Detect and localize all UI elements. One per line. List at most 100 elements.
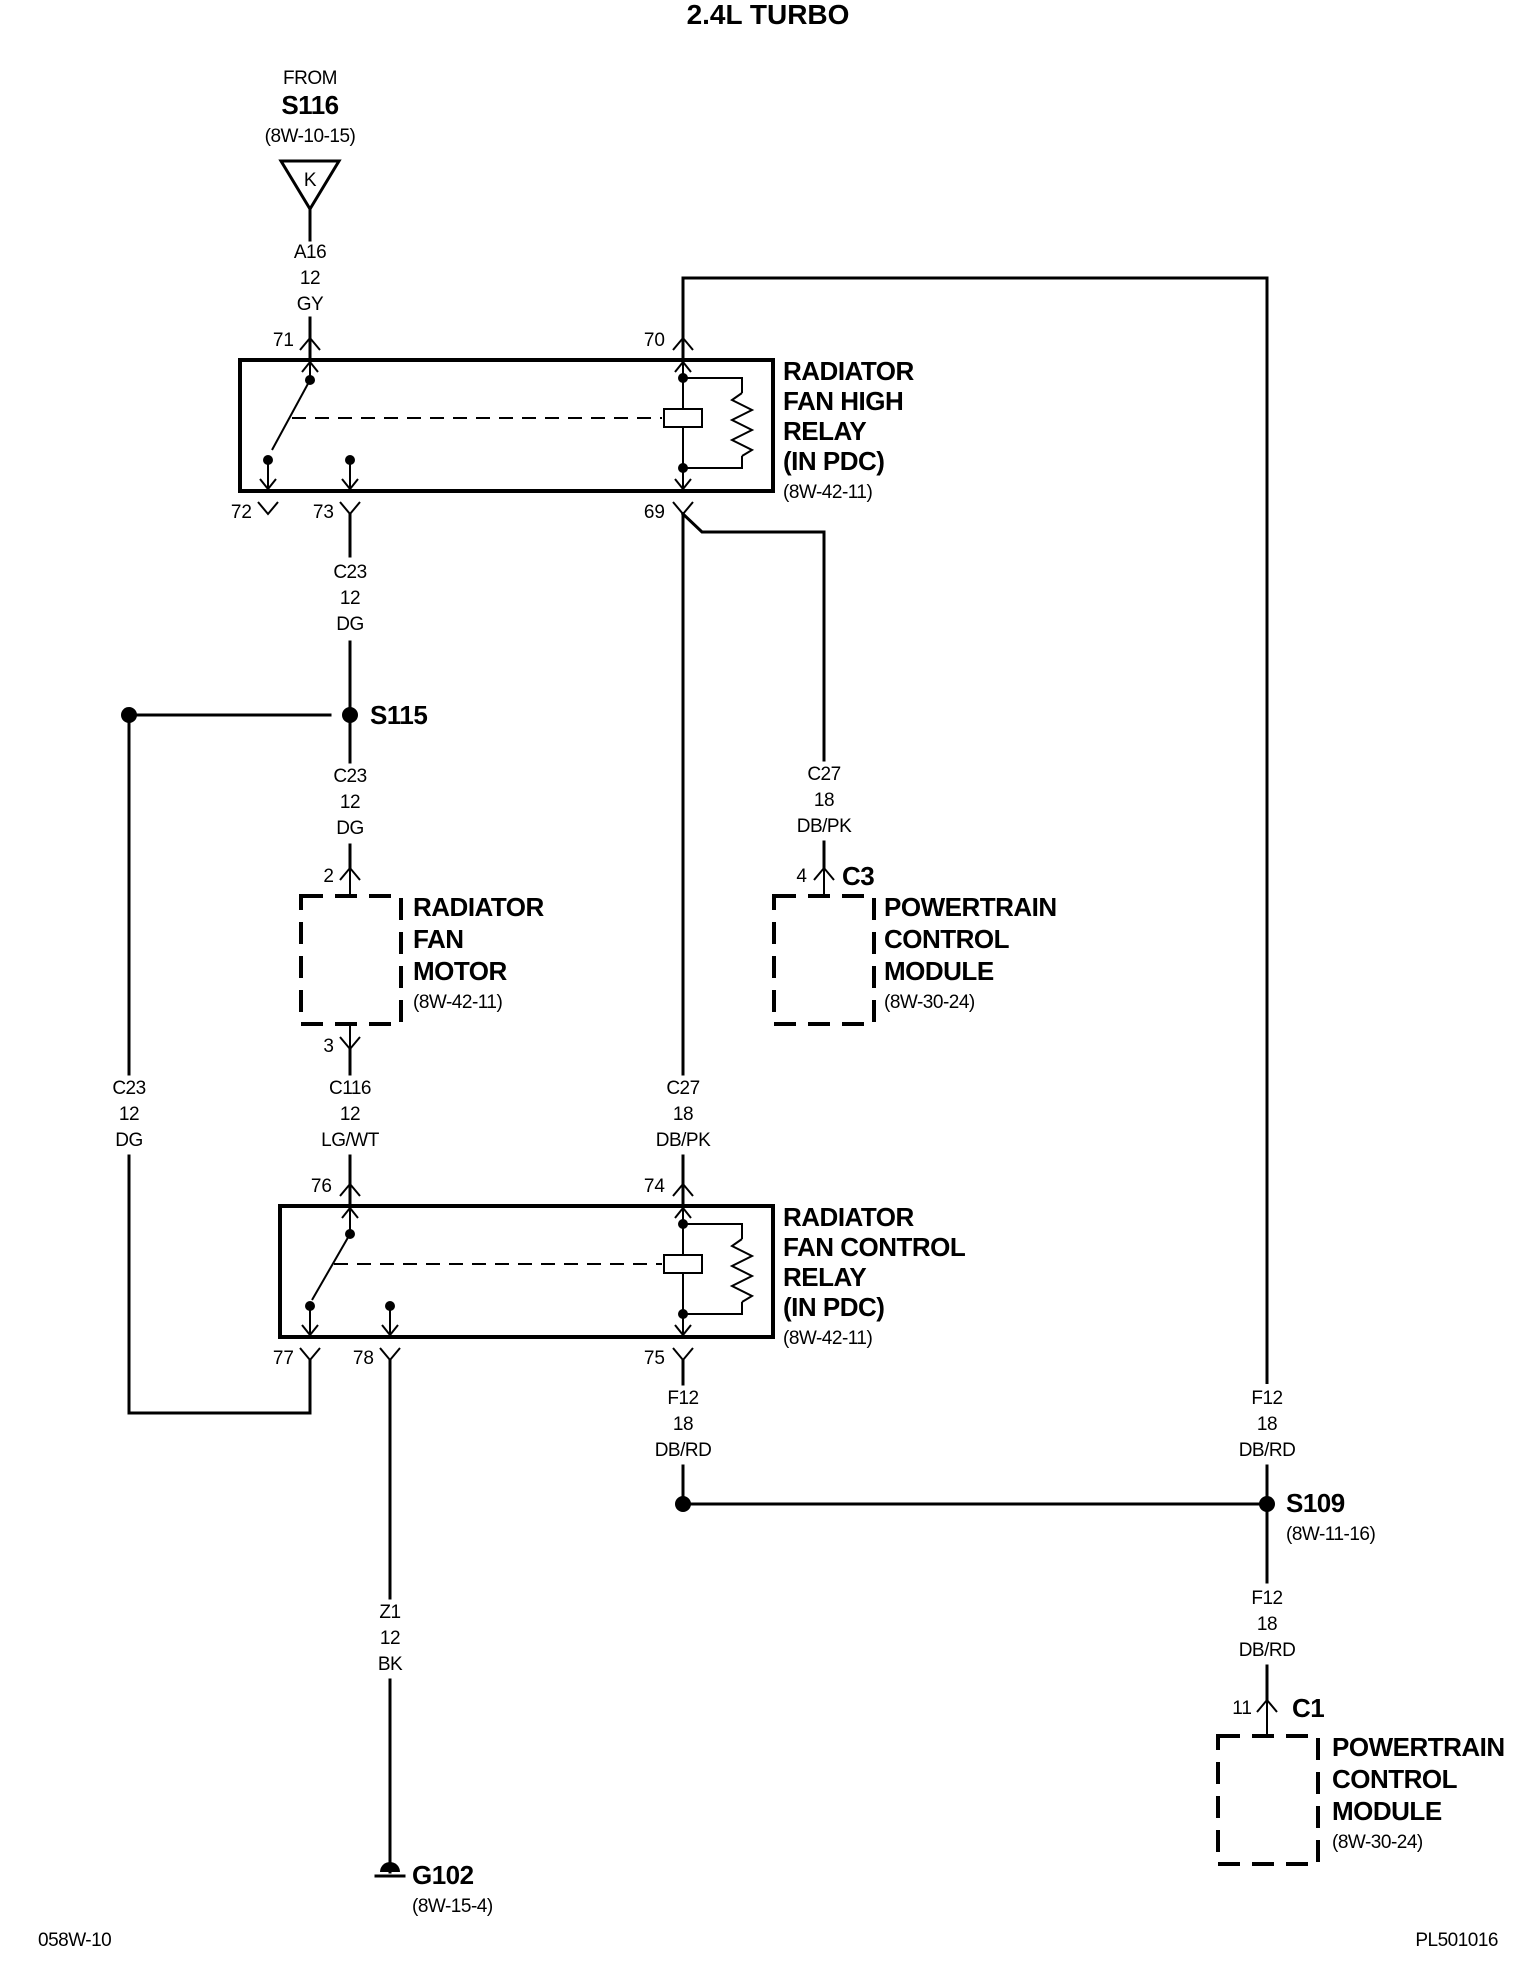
ground-g102-ref: (8W-15-4) (412, 1896, 493, 1917)
pin-75-connector-icon (672, 1347, 694, 1362)
svg-text:F12: F12 (1251, 1388, 1282, 1409)
pcm-c1: 11 C1 POWERTRAIN CONTROL MODULE (8W-30-2… (1216, 1693, 1505, 1866)
svg-text:DB/PK: DB/PK (656, 1130, 711, 1151)
footer-right-code: PL501016 (1415, 1930, 1498, 1951)
svg-text:18: 18 (673, 1414, 693, 1435)
svg-text:LG/WT: LG/WT (321, 1130, 380, 1151)
svg-text:A16: A16 (294, 242, 326, 263)
relay-coil-icon (663, 1254, 703, 1274)
pcm-c3-label-3: MODULE (884, 956, 994, 986)
arrow-down-icon (259, 478, 277, 491)
coil-bypass-frame (683, 1223, 743, 1239)
svg-text:C27: C27 (807, 764, 840, 785)
pin-78-connector-icon (379, 1347, 401, 1362)
svg-text:Z1: Z1 (379, 1602, 400, 1623)
fan-motor-label-1: RADIATOR (413, 892, 545, 922)
splice-s115: S115 (121, 700, 428, 730)
pin-71-connector-icon (299, 336, 321, 351)
ground-g102: G102 (8W-15-4) (374, 1860, 493, 1917)
wire-label-c27-right: C27 18 DB/PK (797, 764, 853, 837)
switch-arm (271, 379, 311, 451)
pin-70-label: 70 (644, 330, 665, 351)
fan-motor-label-2: FAN (413, 924, 464, 954)
radiator-fan-control-relay: 76 74 RADIATOR FAN CONTROL RELAY (IN PDC… (273, 1176, 967, 1369)
pcm-c3-pin: 4 (796, 866, 807, 887)
pin-78-label: 78 (353, 1348, 374, 1369)
control-relay-label-1: RADIATOR (783, 1202, 915, 1232)
arrow-down-icon (674, 478, 692, 491)
pin-73-label: 73 (313, 502, 334, 523)
fan-motor-label-3: MOTOR (413, 956, 508, 986)
wire-label-f12-right-top: F12 18 DB/RD (1239, 1388, 1296, 1461)
svg-text:DG: DG (336, 818, 364, 839)
pcm-c1-ref: (8W-30-24) (1332, 1832, 1423, 1853)
pin-69-label: 69 (644, 502, 665, 523)
pin-72-label: 72 (231, 502, 252, 523)
splice-s109: S109 (8W-11-16) (675, 1488, 1376, 1545)
from-s116-block: FROM S116 (8W-10-15) K (265, 68, 356, 212)
high-relay-box (238, 358, 775, 493)
fan-motor-box (299, 894, 403, 1026)
resistor-icon (729, 392, 755, 457)
svg-text:DB/RD: DB/RD (1239, 1640, 1296, 1661)
arrow-up-icon (674, 360, 692, 373)
from-ref-label: (8W-10-15) (265, 126, 356, 147)
coil-bypass-frame-bottom (683, 456, 743, 469)
label-mask (1240, 1384, 1294, 1468)
wire-label-c116: C116 12 LG/WT (321, 1078, 380, 1151)
svg-text:12: 12 (119, 1104, 139, 1125)
pin-71-label: 71 (273, 330, 294, 351)
svg-text:DB/PK: DB/PK (797, 816, 852, 837)
svg-text:C23: C23 (112, 1078, 145, 1099)
pin-76-label: 76 (311, 1176, 332, 1197)
high-relay-label-4: (IN PDC) (783, 446, 884, 476)
svg-text:DG: DG (336, 614, 364, 635)
coil-bypass-frame (683, 377, 743, 393)
svg-text:18: 18 (814, 790, 834, 811)
svg-text:BK: BK (378, 1654, 403, 1675)
arrow-down-icon (381, 1324, 399, 1337)
pcm-c3-connector-label: C3 (842, 861, 874, 891)
pcm-c1-pin: 11 (1232, 1698, 1252, 1719)
pcm-c3-label-2: CONTROL (884, 924, 1010, 954)
svg-text:12: 12 (340, 792, 360, 813)
connector-letter: K (304, 170, 317, 191)
pcm-c1-box (1216, 1734, 1320, 1866)
control-relay-ref: (8W-42-11) (783, 1328, 872, 1349)
ground-g102-label: G102 (412, 1860, 474, 1890)
wire-label-f12-right-bottom: F12 18 DB/RD (1239, 1588, 1296, 1661)
svg-text:12: 12 (300, 268, 320, 289)
pin-73-connector-icon (339, 501, 361, 516)
wire-label-c23-left: C23 12 DG (112, 1078, 146, 1151)
switch-arm (311, 1233, 351, 1301)
splice-s109-ref: (8W-11-16) (1286, 1524, 1375, 1545)
wire-label-c23-top: C23 12 DG (333, 562, 367, 635)
ground-icon (380, 1862, 400, 1872)
splice-s109-label: S109 (1286, 1488, 1345, 1518)
pcm-c1-label-2: CONTROL (1332, 1764, 1458, 1794)
diagram-title: 2.4L TURBO (687, 0, 850, 30)
svg-text:C116: C116 (329, 1078, 371, 1099)
connector-triangle-icon (278, 159, 342, 212)
radiator-fan-high-relay: 71 70 RADIATOR FAN HIGH RELAY (IN PDC) (… (231, 330, 915, 523)
high-relay-ref: (8W-42-11) (783, 482, 872, 503)
pcm-c3-ref: (8W-30-24) (884, 992, 975, 1013)
control-relay-label-3: RELAY (783, 1262, 866, 1292)
pin-74-label: 74 (644, 1176, 666, 1197)
pcm-c1-label-3: MODULE (1332, 1796, 1442, 1826)
pcm-c1-connector-label: C1 (1292, 1693, 1324, 1723)
svg-text:18: 18 (1257, 1414, 1277, 1435)
wire-label-z1: Z1 12 BK (378, 1602, 404, 1675)
svg-text:GY: GY (297, 294, 324, 315)
arrow-down-icon (301, 1324, 319, 1337)
svg-text:18: 18 (1257, 1614, 1277, 1635)
fan-motor-pin-top: 2 (323, 866, 334, 887)
svg-text:18: 18 (673, 1104, 693, 1125)
high-relay-label-2: FAN HIGH (783, 386, 903, 416)
high-relay-label-1: RADIATOR (783, 356, 915, 386)
coil-bypass-frame-bottom (683, 1302, 743, 1315)
svg-text:C27: C27 (666, 1078, 699, 1099)
wire-c23-left-lower (127, 1154, 312, 1415)
svg-text:F12: F12 (667, 1388, 698, 1409)
from-label: FROM (283, 68, 337, 89)
